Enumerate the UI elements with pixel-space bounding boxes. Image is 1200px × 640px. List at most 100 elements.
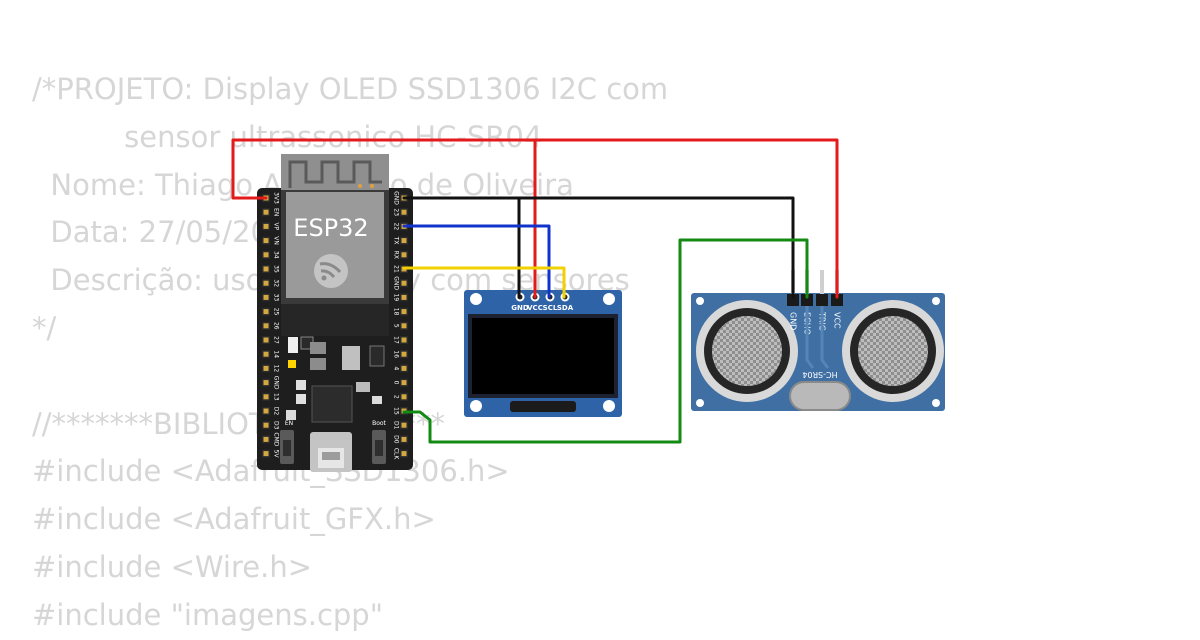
smd-dot [358,184,362,188]
antenna-trace [288,160,382,188]
usb-uart-chip [311,385,353,423]
esp32-left-pin-pad [263,294,269,300]
code-line: sensor ultrassonico HC-SR04 [32,119,543,154]
smd-component [372,396,382,404]
mount-hole [696,297,704,305]
esp32-right-pin-label: 4 [393,366,400,370]
esp32-left-pin-label: 14 [273,350,280,358]
esp32-left-pin-pad [263,323,269,329]
mount-hole [932,399,940,407]
esp32-left-pin-pad [263,238,269,244]
esp32-left-pin-pad [263,451,269,457]
mount-hole [470,293,482,305]
code-line: #include "imagens.cpp" [32,597,384,632]
wire-scl[interactable] [402,224,551,299]
mount-hole [470,400,482,412]
esp32-left-pin-label: 34 [273,251,280,259]
esp32-right-pin-label: 19 [393,294,400,302]
smd-component [288,337,298,353]
esp32-left-pin-label: D3 [273,421,280,430]
esp32-left-pin-pad [263,266,269,272]
esp32-right-pin-label: TX [393,236,400,245]
esp32-left-pin-label: GND [273,376,280,390]
smd-dot [370,184,374,188]
esp32-right-pin-pad [401,436,407,442]
esp32-right-pin-pad [401,351,407,357]
esp32-right-pin-label: D0 [393,435,400,444]
esp32-right-pin-label: RX [393,251,400,259]
esp32-right-pin-pad [401,238,407,244]
esp32-right-pin-label: 23 [393,208,400,216]
wire-3v3-sensor-vcc[interactable] [533,138,839,299]
boot-button-label: Boot [372,420,386,427]
regulator [310,358,326,370]
esp32-right-pin-pad [401,309,407,315]
transmitter-transducer [696,300,798,402]
esp32-right-pin-pad [401,365,407,371]
espressif-logo-icon [314,254,348,288]
hc-sr04-pin[interactable] [820,270,824,297]
hc-sr04-pin-housing [816,294,828,306]
esp32-right-pin-label: 2 [393,395,400,399]
boot-button[interactable] [372,430,386,464]
esp32-right-pin-label: 21 [393,265,400,273]
smd-component [296,380,306,390]
esp32-left-pin-pad [263,351,269,357]
esp32-left-pin-label: 33 [273,294,280,302]
hc-sr04-pin-housing [801,294,813,306]
esp32-left-pin-pad [263,280,269,286]
esp32-right-pin-label: 17 [393,336,400,344]
esp32-left-pin-label: 27 [273,336,280,344]
esp32-left-pin-pad [263,209,269,215]
esp32-right-pin-label: D1 [393,421,400,430]
esp32-left-pin-label: VP [273,223,280,231]
smd-component [369,345,385,367]
esp32-left-pin-pad [263,365,269,371]
esp32-right-pin-pad [401,380,407,386]
wire-gnd-sensor[interactable] [517,196,795,299]
hc-sr04-pin-housing [831,294,843,306]
pcb-trace [805,306,815,369]
esp32-left-pin-label: 35 [273,265,280,273]
esp32-right-pin-label: GND [393,191,400,205]
esp32-label: ESP32 [293,214,368,242]
regulator-large [342,346,360,370]
code-line: #include <Adafruit_GFX.h> [32,502,436,537]
receiver-transducer [842,300,944,402]
esp32-right-pin-label: 22 [393,223,400,231]
mount-hole [603,400,615,412]
esp32-left-pin-label: D2 [273,407,280,416]
wire-gpio15-echo[interactable] [402,238,809,444]
esp32-left-pin-header: 3V3ENVPVN343532332526271412GND13D2D3CMD5… [262,192,280,458]
esp32-right-pin-pad [401,422,407,428]
esp32-left-pin-label: 32 [273,279,280,287]
esp32-left-pin-pad [263,408,269,414]
esp32-right-pin-label: 5 [393,324,400,328]
wire-gnd-oled[interactable] [402,196,521,299]
en-button[interactable] [280,430,294,464]
oled-pin-label: SCL [543,304,558,312]
wire-sda[interactable] [402,266,566,299]
esp32-board[interactable]: ESP32 EN [257,154,413,472]
code-line: /*PROJETO: Display OLED SSD1306 I2C com [32,72,669,106]
esp32-right-pin-pad [401,252,407,258]
esp32-right-pin-label: 0 [393,381,400,385]
esp32-right-pin-pad [401,280,407,286]
wires [231,138,839,444]
micro-usb-port[interactable] [310,432,352,472]
hc-sr04-pin-label: VCC [833,312,842,329]
esp32-left-pin-pad [263,337,269,343]
esp32-left-pin-label: EN [273,208,280,216]
esp32-left-pin-pad [263,394,269,400]
esp32-left-pin-pad [263,436,269,442]
esp32-left-pin-label: 13 [273,393,280,401]
mount-hole [932,297,940,305]
regulator [310,342,326,354]
wire-3v3-oled-vcc[interactable] [231,138,537,299]
esp32-right-pin-label: GND [393,276,400,290]
code-line: */ [32,310,57,345]
esp32-right-pin-pad [401,209,407,215]
